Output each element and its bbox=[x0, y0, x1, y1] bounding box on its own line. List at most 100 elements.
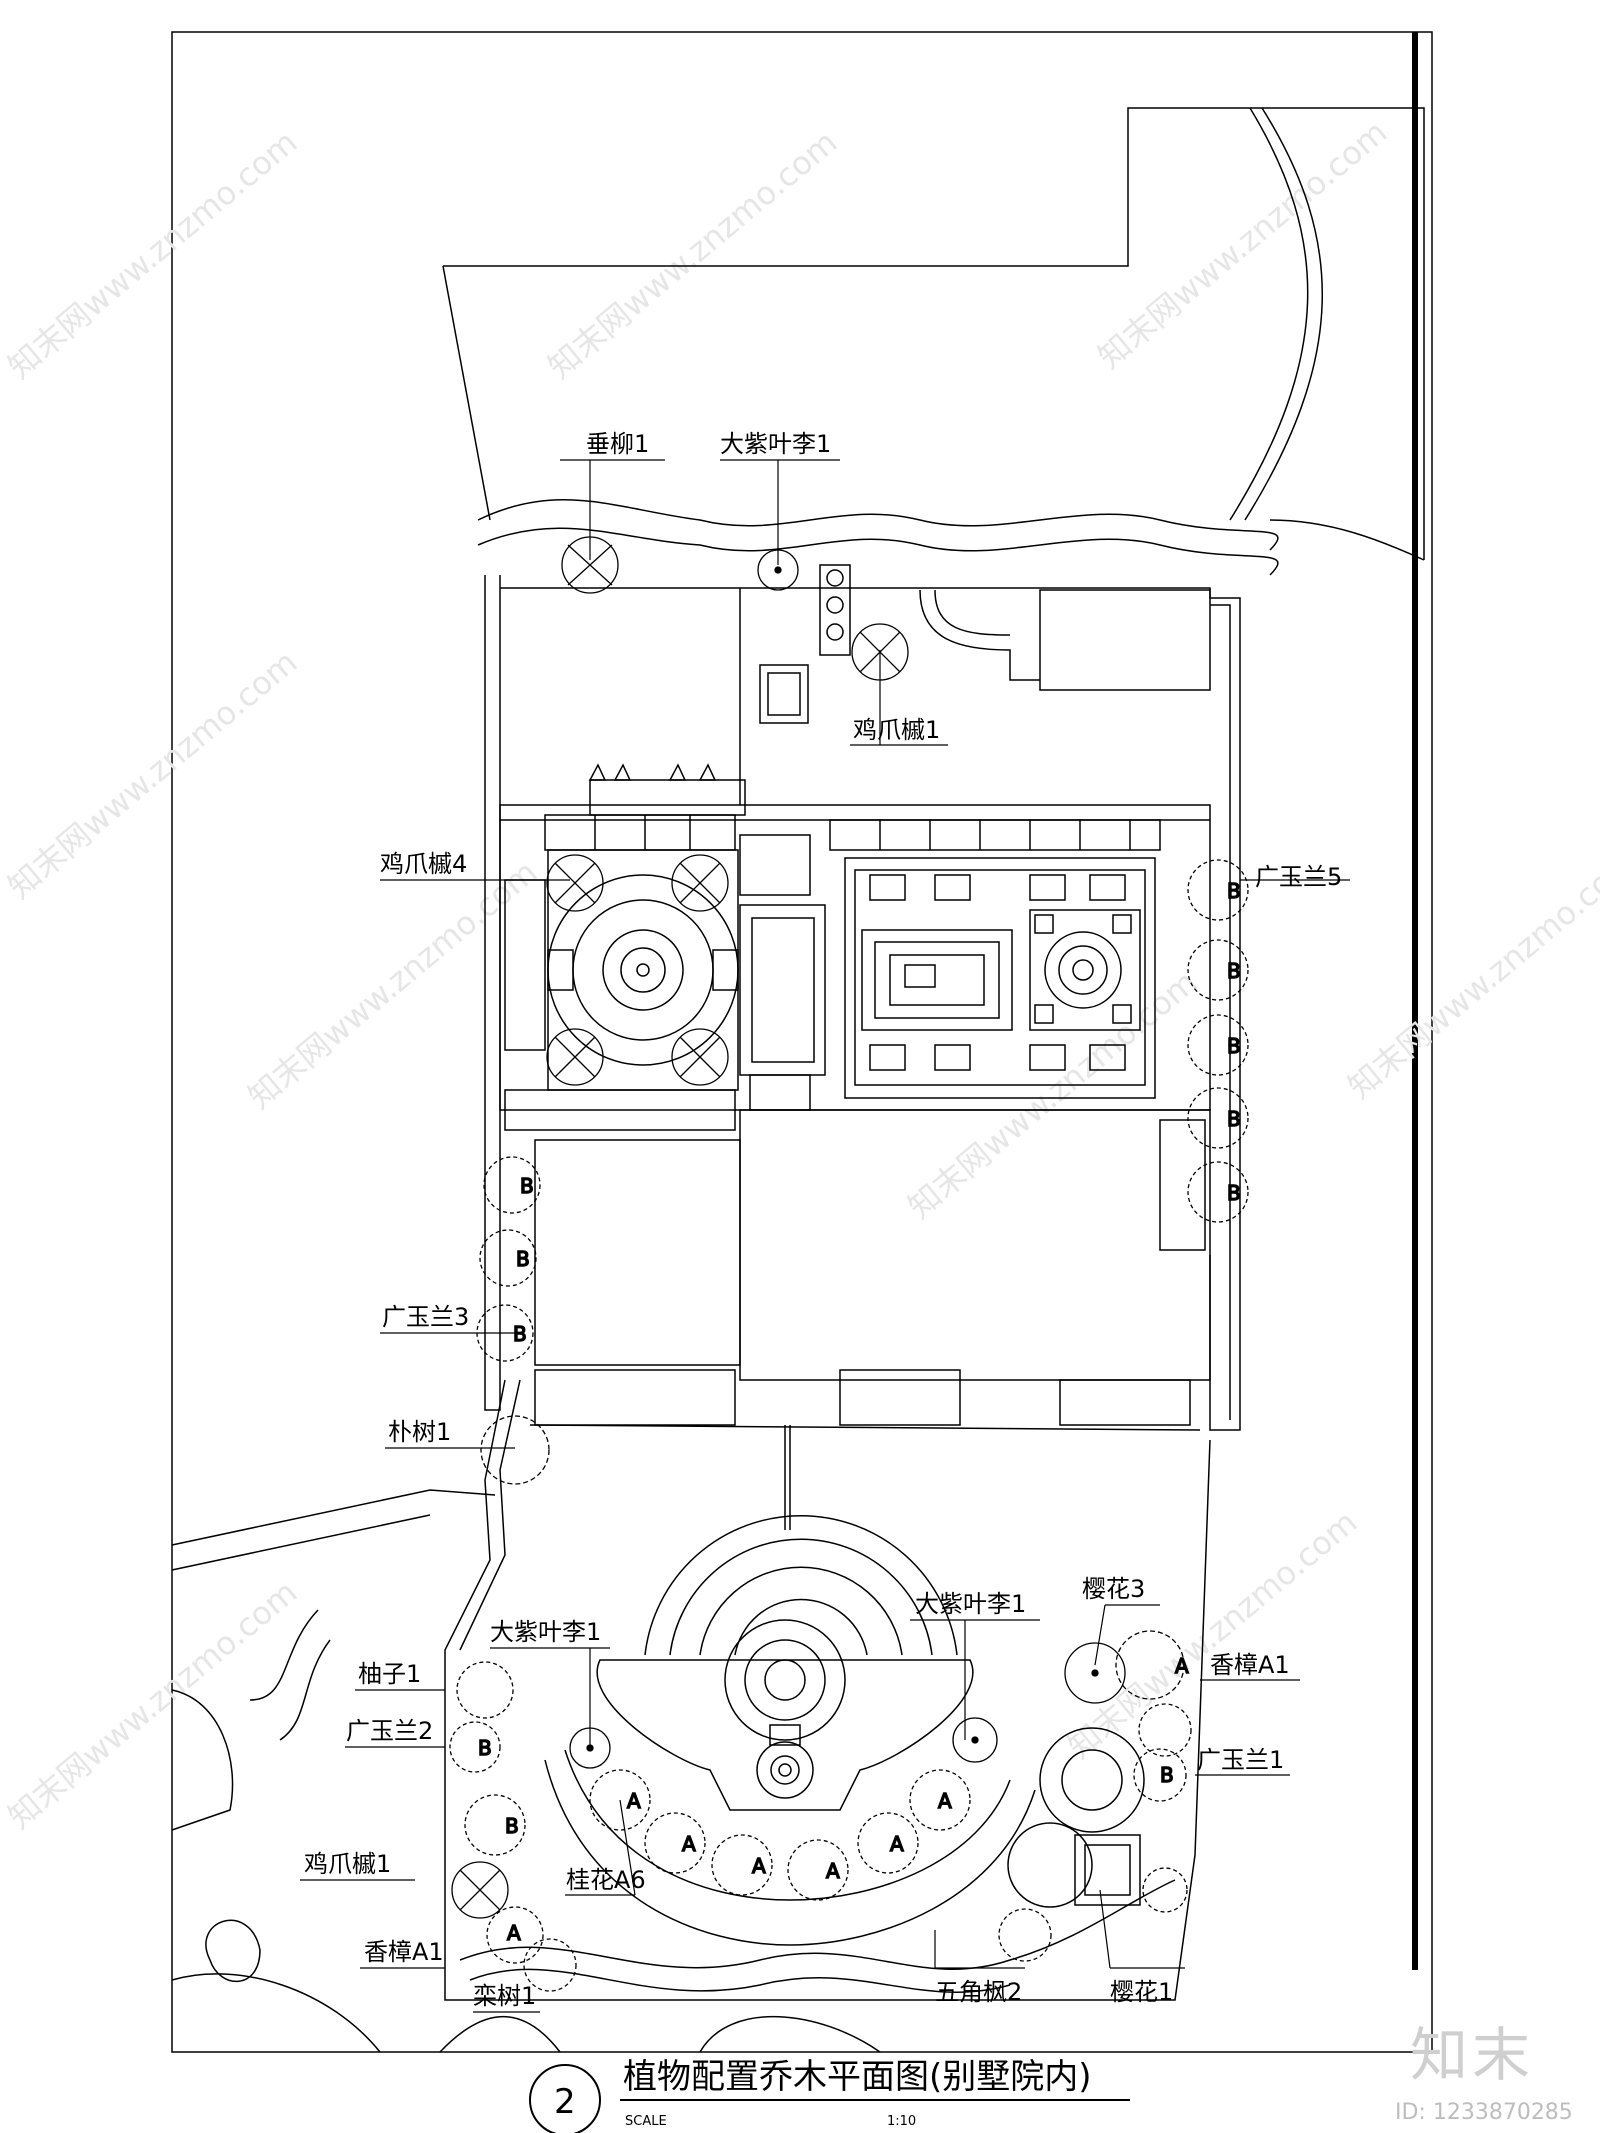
lower-courtyard-outline bbox=[444, 1379, 1211, 2001]
svg-text:B: B bbox=[520, 1174, 534, 1198]
tree-symbol bbox=[1187, 1014, 1249, 1076]
curved-walkway bbox=[564, 1749, 1011, 1901]
tree-symbol bbox=[671, 854, 729, 912]
tree-symbol bbox=[1187, 859, 1249, 921]
label-jizhuaqi-bottom: 鸡爪槭1 bbox=[304, 1850, 391, 1878]
lawn-main bbox=[739, 1109, 1211, 1381]
watermark-text: 知末网www.znzmo.com bbox=[1, 643, 305, 906]
watermark-text: 知末网www.znzmo.com bbox=[1341, 843, 1600, 1106]
watermark-text: 知末网www.znzmo.com bbox=[1061, 1503, 1365, 1766]
compound-outline bbox=[484, 575, 501, 1411]
curved-path bbox=[1229, 107, 1309, 521]
svg-text:B: B bbox=[505, 1814, 519, 1838]
label-guihua: 桂花A6 bbox=[566, 1866, 646, 1894]
svg-text:A: A bbox=[890, 1832, 904, 1856]
label-jizhuaqi4: 鸡爪槭4 bbox=[380, 850, 467, 878]
scale-value: 1:10 bbox=[887, 2114, 916, 2129]
tree-symbol bbox=[523, 1938, 577, 1992]
tree-symbol bbox=[456, 1661, 514, 1719]
svg-text:A: A bbox=[682, 1832, 696, 1856]
label-luanshu: 栾树1 bbox=[473, 1982, 536, 2010]
watermark-text: 知末网www.znzmo.com bbox=[901, 963, 1205, 1226]
lawn-left bbox=[534, 1139, 741, 1366]
svg-text:B: B bbox=[1227, 1034, 1241, 1058]
label-wujiaofeng: 五角枫2 bbox=[935, 1978, 1022, 2006]
pergola bbox=[759, 664, 809, 724]
tree-symbol bbox=[909, 1769, 971, 1831]
tree-symbol bbox=[476, 1304, 534, 1362]
svg-text:A: A bbox=[507, 1921, 521, 1945]
tree-symbol bbox=[1064, 1642, 1126, 1704]
tree-symbol bbox=[546, 854, 604, 912]
drawing-number-circle bbox=[529, 2064, 601, 2133]
tree-symbol bbox=[1133, 1748, 1187, 1802]
sheet-border bbox=[171, 31, 1433, 2053]
garden-pavilion bbox=[1074, 1834, 1141, 1906]
svg-text:B: B bbox=[1227, 879, 1241, 903]
fountain bbox=[596, 1514, 974, 1811]
tree-symbol bbox=[1187, 939, 1249, 1001]
tree-symbol bbox=[451, 1861, 509, 1919]
top-planting-bed bbox=[477, 499, 1279, 576]
label-jizhuaqi-top: 鸡爪槭1 bbox=[853, 716, 940, 744]
svg-text:A: A bbox=[938, 1789, 952, 1813]
svg-text:A: A bbox=[752, 1854, 766, 1878]
tree-symbol bbox=[1138, 1703, 1192, 1757]
label-pushu: 朴树1 bbox=[388, 1418, 451, 1446]
drawing-title: 植物配置乔木平面图(别墅院内) bbox=[623, 2057, 1092, 2097]
tree-symbol bbox=[483, 1156, 541, 1214]
tree-symbol bbox=[1142, 1867, 1188, 1913]
label-xiangzhang-left: 香樟A1 bbox=[364, 1938, 444, 1966]
drawing-number: 2 bbox=[554, 2082, 576, 2122]
tree-symbol bbox=[857, 1812, 919, 1874]
formal-garden bbox=[844, 857, 1156, 1099]
watermark-text: 知末网www.znzmo.com bbox=[1091, 113, 1395, 376]
tree-symbol bbox=[561, 536, 619, 594]
tree-type-letters: B B B B B B B B B B B A A A A A A A A bbox=[477, 878, 1241, 1946]
tree-symbol bbox=[998, 1908, 1052, 1962]
tree-symbol bbox=[644, 1812, 706, 1874]
round-court bbox=[547, 849, 739, 1091]
tree-symbol bbox=[569, 1727, 611, 1769]
tree-symbol bbox=[479, 1229, 537, 1287]
plant-labels: 垂柳1 大紫叶李1 鸡爪槭1 鸡爪槭4 广玉兰5 广玉兰3 朴树1 樱花3 大紫… bbox=[304, 430, 1342, 2010]
watermark-diagonals: 知末网www.znzmo.com 知末网www.znzmo.com 知末网www… bbox=[1, 113, 1600, 1836]
label-xiangzhang-right: 香樟A1 bbox=[1210, 1651, 1290, 1679]
svg-text:B: B bbox=[1160, 1763, 1174, 1787]
svg-text:A: A bbox=[627, 1789, 641, 1813]
watermark-logo: 知末 bbox=[1410, 2021, 1535, 2089]
top-lot-outline bbox=[443, 107, 1425, 560]
tree-symbol bbox=[480, 1415, 550, 1485]
svg-text:B: B bbox=[478, 1736, 492, 1760]
label-daziyeli-top: 大紫叶李1 bbox=[720, 430, 831, 458]
left-lot bbox=[171, 1489, 496, 1546]
svg-text:B: B bbox=[1227, 1107, 1241, 1131]
tree-symbol bbox=[787, 1839, 849, 1901]
label-daziyeli-left: 大紫叶李1 bbox=[490, 1618, 601, 1646]
tree-symbol bbox=[486, 1906, 544, 1964]
svg-text:A: A bbox=[826, 1859, 840, 1883]
tree-symbol bbox=[589, 1769, 651, 1831]
label-daziyeli-mid: 大紫叶李1 bbox=[915, 1590, 1026, 1618]
tree-symbol bbox=[464, 1794, 526, 1856]
label-guangyulan2: 广玉兰2 bbox=[346, 1717, 433, 1745]
tree-symbol bbox=[1187, 1161, 1249, 1223]
label-chuiliu: 垂柳1 bbox=[586, 430, 649, 458]
svg-text:A: A bbox=[1175, 1654, 1189, 1678]
top-courtyard-block bbox=[1039, 589, 1211, 691]
watermark-text: 知末网www.znzmo.com bbox=[241, 853, 545, 1116]
tree-symbol bbox=[546, 1028, 604, 1086]
tree-symbol bbox=[711, 1834, 773, 1896]
label-guangyulan3: 广玉兰3 bbox=[382, 1303, 469, 1331]
tree-symbol bbox=[671, 1028, 729, 1086]
tree-symbol bbox=[1187, 1087, 1249, 1149]
watermark-text: 知末网www.znzmo.com bbox=[1, 1573, 305, 1836]
scale-label: SCALE bbox=[625, 2114, 667, 2129]
label-yinghua3: 樱花3 bbox=[1082, 1575, 1145, 1603]
tree-symbol bbox=[449, 1721, 501, 1773]
tree-symbol bbox=[851, 623, 909, 681]
watermark-id: ID: 1233870285 bbox=[1395, 2100, 1573, 2125]
label-yinghua1: 樱花1 bbox=[1110, 1978, 1173, 2006]
label-youzi: 柚子1 bbox=[358, 1660, 421, 1688]
